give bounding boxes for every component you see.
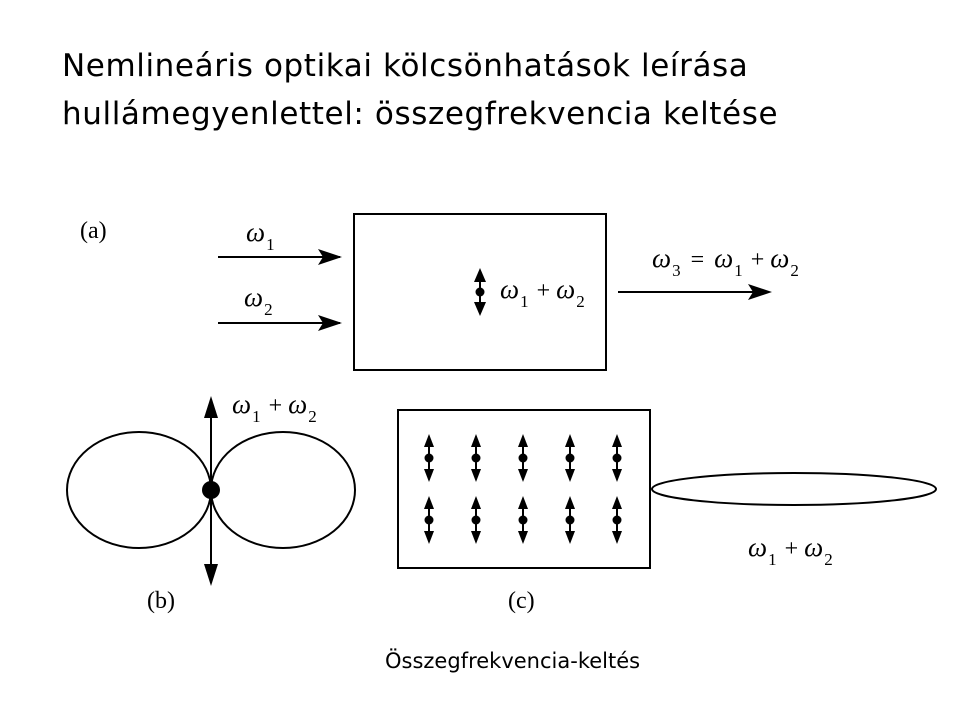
output-beam	[618, 284, 772, 300]
dipole-c	[424, 434, 434, 482]
panel-c-freq-label: ω1+ω2	[748, 532, 833, 569]
nonlinear-crystal-c	[397, 409, 651, 569]
figure-caption: Összegfrekvencia-keltés	[385, 649, 641, 673]
dipole-c	[565, 496, 575, 544]
dipole-c	[612, 434, 622, 482]
title-line-1: Nemlineáris optikai kölcsönhatások leírá…	[62, 48, 749, 84]
dipole-c	[471, 496, 481, 544]
dipole-c	[565, 434, 575, 482]
dipole-c	[518, 434, 528, 482]
forward-radiation-lobe	[651, 472, 937, 506]
dipole-c	[612, 496, 622, 544]
dipole-a	[474, 268, 486, 316]
title-line-2: hullámegyenlettel: összegfrekvencia kelt…	[62, 96, 779, 132]
nonlinear-crystal-a	[353, 213, 607, 371]
panel-b-freq-label: ω1+ω2	[232, 389, 317, 426]
input-2-freq-label: ω2	[244, 282, 273, 319]
inside-freq-label: ω1+ω2	[500, 274, 585, 311]
input-beam-1	[218, 249, 342, 265]
dipole-c	[424, 496, 434, 544]
dipole-c	[471, 434, 481, 482]
dipole-b	[202, 481, 220, 499]
panel-c-label: (c)	[508, 588, 535, 614]
output-freq-equation: ω3=ω1+ω2	[652, 243, 799, 280]
panel-a-label: (a)	[80, 218, 107, 244]
panel-b-label: (b)	[147, 588, 175, 614]
dipole-array	[424, 434, 622, 544]
input-beam-2	[218, 315, 342, 331]
dipole-c	[518, 496, 528, 544]
input-1-freq-label: ω1	[246, 217, 275, 254]
